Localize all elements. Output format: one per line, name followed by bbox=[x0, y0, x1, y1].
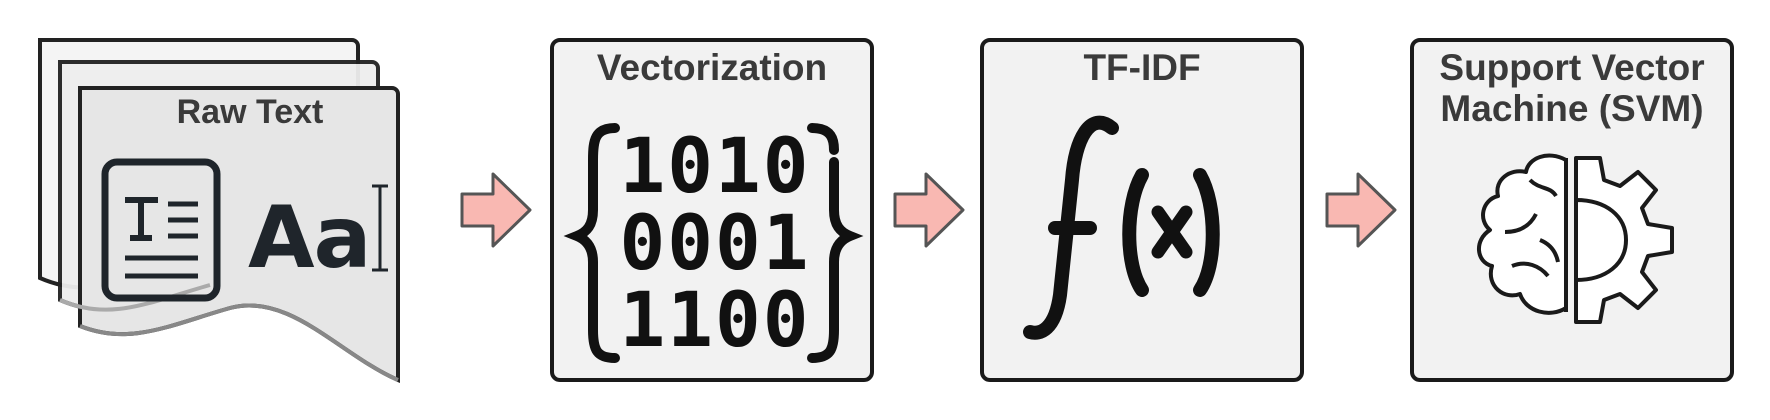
sample-text-aa: Aa bbox=[248, 188, 372, 288]
arrow-right-icon bbox=[893, 172, 965, 248]
binary-row: 1100 bbox=[619, 275, 811, 364]
svm-title-line: Machine (SVM) bbox=[1440, 87, 1704, 129]
svm-title-line: Support Vector bbox=[1439, 47, 1705, 88]
curly-brace-icon bbox=[563, 123, 864, 363]
vectorization-panel bbox=[550, 38, 874, 382]
binary-row: 1010 bbox=[619, 121, 811, 210]
arrow-right-icon bbox=[460, 172, 532, 248]
text-file-icon bbox=[101, 158, 221, 302]
tfidf-title: TF-IDF bbox=[1083, 47, 1201, 88]
function-icon bbox=[1023, 115, 1220, 340]
text-cursor-icon bbox=[372, 184, 388, 272]
arrow-right-icon bbox=[1325, 172, 1397, 248]
brain-gear-icon bbox=[1477, 153, 1674, 324]
document-stack-icon bbox=[38, 38, 400, 384]
binary-row: 0001 bbox=[619, 198, 811, 287]
svm-title: Support Vector Machine (SVM) bbox=[1412, 47, 1732, 129]
vectorization-title: Vectorization bbox=[596, 47, 828, 88]
raw-text-title: Raw Text bbox=[176, 93, 324, 131]
